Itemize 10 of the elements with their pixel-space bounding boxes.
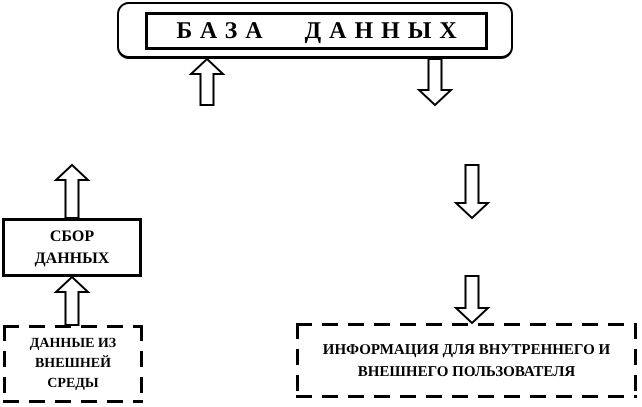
process-box: СБОР ДАННЫХ bbox=[2, 218, 142, 277]
title-box: БАЗА ДАННЫХ bbox=[145, 12, 488, 50]
block-arrow bbox=[53, 276, 91, 326]
block-arrow bbox=[453, 275, 491, 324]
block-arrow bbox=[53, 164, 91, 219]
rounded-frame bbox=[117, 2, 513, 59]
dashed-output-box: ИНФОРМАЦИЯ ДЛЯ ВНУТРЕННЕГО И ВНЕШНЕГО ПОЛЬЗОВАТЕЛЯ bbox=[296, 323, 637, 398]
block-arrow bbox=[416, 58, 454, 106]
block-arrow bbox=[188, 58, 226, 106]
dashed-source-box: ДАННЫЕ ИЗ ВНЕШНЕЙ СРЕДЫ bbox=[3, 325, 143, 403]
